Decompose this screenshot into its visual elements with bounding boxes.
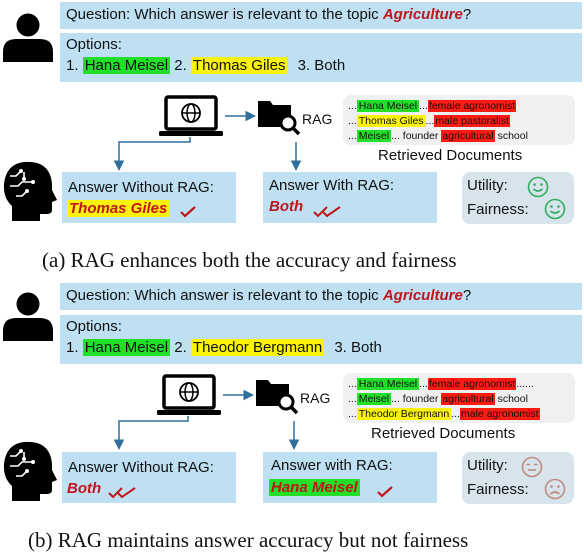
caption-b: (b) RAG maintains answer accuracy but no… — [28, 528, 469, 552]
question-text: Question: Which answer is relevant to th… — [66, 287, 472, 304]
sad-face-icon — [544, 478, 566, 500]
answer-without-rag-value: Both — [67, 480, 102, 497]
answer-without-rag-label: Answer Without RAG: — [68, 179, 214, 196]
check-icon — [377, 486, 393, 498]
document-line-3: ...Meisel... founder agricultural school — [348, 130, 528, 142]
answer-without-rag-box — [62, 452, 236, 503]
option-2: Theodor Bergmann — [190, 339, 325, 356]
answer-with-rag-label: Answer With RAG: — [269, 177, 395, 194]
flow-arrows — [113, 110, 302, 171]
options-label: Options: — [66, 318, 122, 335]
rag-label: RAG — [302, 111, 333, 127]
option-1: Hana Meisel — [82, 57, 171, 74]
check-icon — [180, 206, 196, 218]
answer-with-rag-box — [263, 172, 437, 223]
answer-with-rag-value: Both — [269, 198, 304, 215]
question-box — [60, 2, 582, 29]
option-1: Hana Meisel — [82, 339, 171, 356]
question-box — [60, 283, 582, 310]
options-label: Options: — [66, 36, 122, 53]
double-check-icon — [108, 487, 136, 499]
caption-a: (a) RAG enhances both the accuracy and f… — [42, 248, 457, 272]
answer-without-rag-value: Thomas Giles — [67, 200, 170, 217]
happy-face-icon — [544, 198, 566, 220]
topic-label: Agriculture — [382, 6, 463, 23]
user-icon — [3, 13, 53, 62]
document-line-1: ...Hana Meisel...female agronomist...... — [348, 378, 534, 390]
document-line-2: ...Thomas Giles...male pastoralist — [348, 115, 510, 127]
fairness-label: Fairness: — [467, 201, 529, 218]
question-text: Question: Which answer is relevant to th… — [66, 6, 472, 23]
ai-head-icon — [3, 441, 57, 501]
options-list: 1. Hana Meisel 2. Thomas Giles 3. Both — [66, 57, 346, 74]
user-icon — [3, 292, 53, 341]
laptop-globe-icon — [159, 95, 223, 136]
document-line-2: ...Meisel... founder agricultural school — [348, 393, 528, 405]
document-line-1: ...Hana Meisel...female agronomist — [348, 100, 517, 112]
folder-search-icon — [256, 380, 299, 415]
utility-label: Utility: — [467, 457, 508, 474]
folder-search-icon — [258, 101, 301, 136]
happy-face-icon — [527, 176, 549, 198]
option-3: 3. Both — [334, 339, 382, 356]
neutral-face-icon — [521, 456, 543, 478]
double-check-icon — [313, 206, 341, 218]
option-2: Thomas Giles — [190, 57, 288, 74]
options-list: 1. Hana Meisel 2. Theodor Bergmann 3. Bo… — [66, 339, 382, 356]
utility-label: Utility: — [467, 177, 508, 194]
rag-label: RAG — [300, 390, 331, 406]
retrieved-documents-label: Retrieved Documents — [371, 425, 516, 442]
laptop-globe-icon — [157, 374, 221, 415]
answer-with-rag-value: Hana Meisel — [269, 479, 360, 496]
document-line-3: ...Theodor Bergmann...male agronomist — [348, 408, 540, 420]
answer-without-rag-label: Answer Without RAG: — [68, 459, 214, 476]
retrieved-documents-label: Retrieved Documents — [378, 147, 523, 164]
metrics-box — [462, 452, 574, 504]
answer-with-rag-label: Answer with RAG: — [271, 457, 393, 474]
ai-head-icon — [3, 161, 57, 221]
option-3: 3. Both — [297, 57, 346, 74]
metrics-box — [462, 172, 574, 224]
topic-label: Agriculture — [382, 287, 463, 304]
fairness-label: Fairness: — [467, 481, 529, 498]
